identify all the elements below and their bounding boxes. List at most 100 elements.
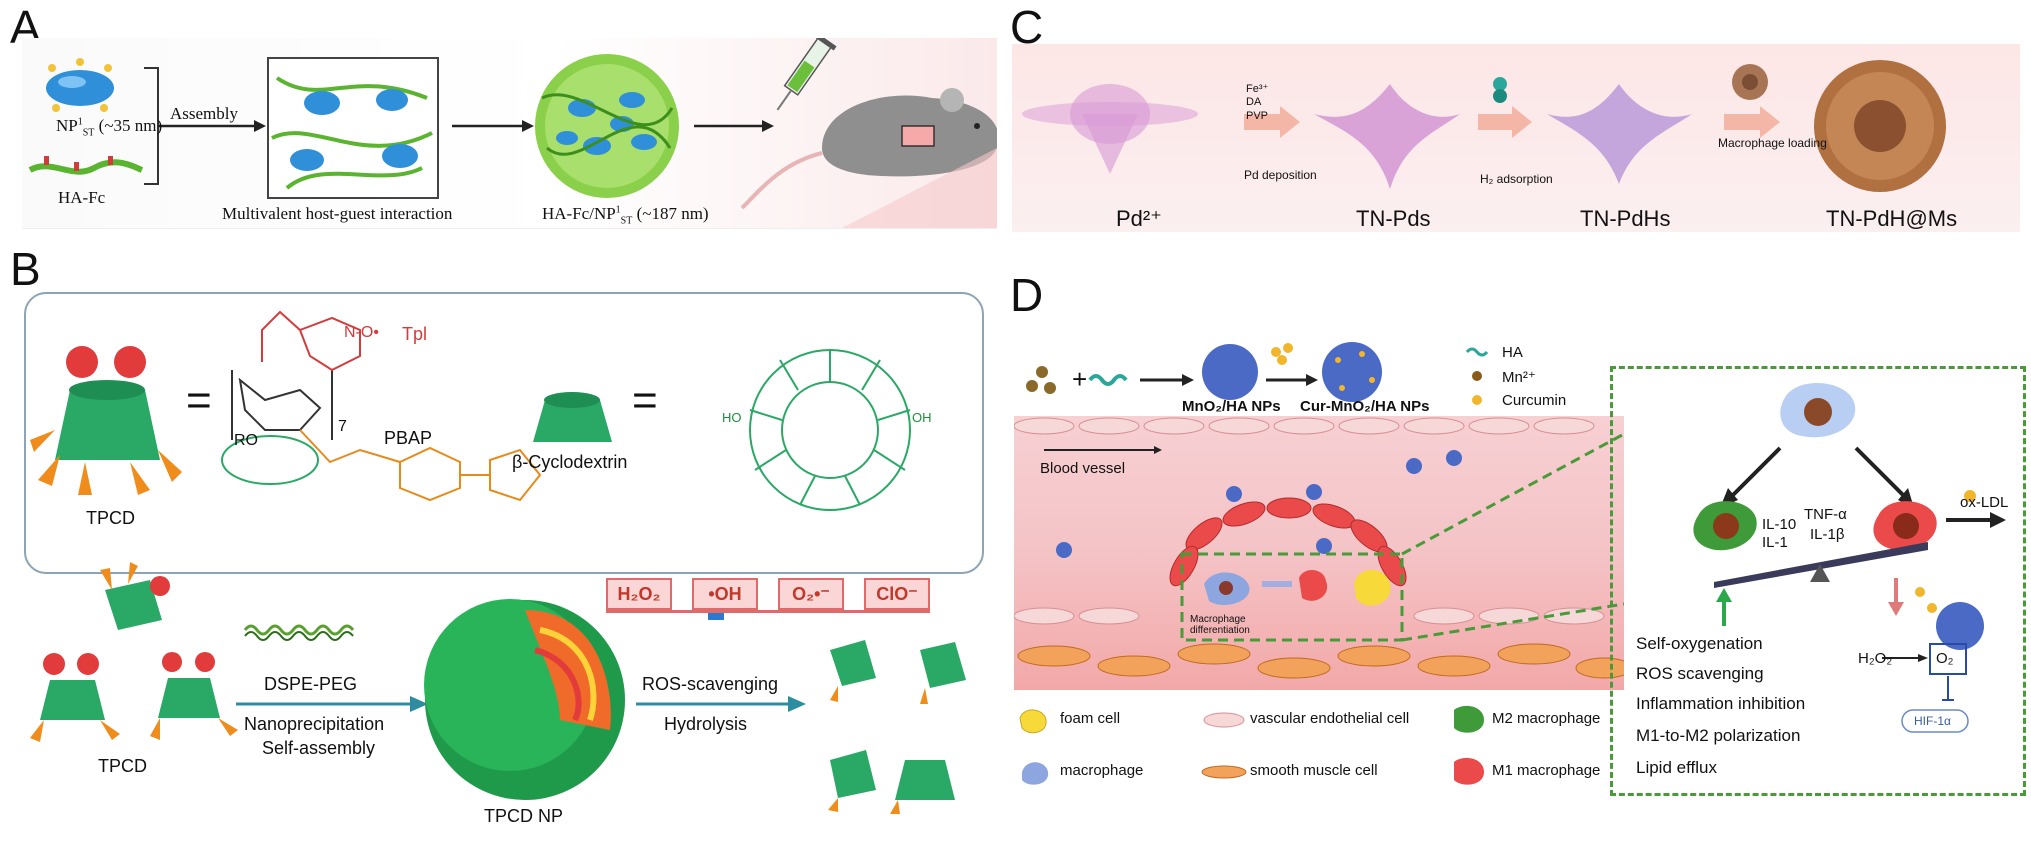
panel-c-graphics	[1022, 60, 1946, 192]
assembly-box	[267, 57, 439, 199]
panel-a: NP1ST (~35 nm) Assembly HA-Fc Multivalen…	[22, 38, 997, 229]
tpcd-np-sphere-icon	[424, 599, 625, 800]
ha-fc-np-label: HA-Fc/NP1ST (~187 nm)	[542, 204, 709, 227]
da-label: DA	[1246, 96, 1262, 108]
arrow-pd-deposition	[1244, 106, 1300, 138]
tnf-label: TNF-α	[1804, 506, 1847, 523]
ros-scavenging-label: ROS-scavenging	[642, 674, 779, 694]
np1st-nanoparticle-icon	[46, 58, 114, 112]
stage-tn-pdhs: TN-PdHs	[1580, 206, 1671, 231]
tpcd-cluster-icon	[30, 562, 238, 742]
panel-b-graphics	[30, 310, 966, 814]
arrow-macrophage-loading	[1724, 106, 1780, 138]
panel-d-top-graphics	[1026, 342, 1489, 405]
syringe-icon	[776, 38, 837, 111]
pbap-label: PBAP	[384, 428, 433, 448]
tpcd-np-label: TPCD NP	[484, 806, 564, 826]
il1-label: IL-1	[1762, 534, 1788, 551]
fe-label: Fe³⁺	[1246, 83, 1269, 95]
tn-pds-icon	[1314, 84, 1460, 189]
panel-a-graphics	[28, 38, 997, 228]
effect-inflammation-inhibition: Inflammation inhibition	[1636, 694, 1806, 713]
legend-endothelial: vascular endothelial cell	[1250, 710, 1410, 727]
ha-fc-strand-icon	[28, 159, 144, 175]
nanoprecipitation-label: Nanoprecipitation	[244, 714, 385, 734]
tpcd-bottom-label: TPCD	[98, 756, 147, 776]
legend-mn2: Mn²⁺	[1502, 369, 1536, 386]
panel-b-top-box	[24, 292, 984, 574]
ros-h2o2: H₂O₂	[606, 578, 672, 610]
ha-fc-np-complex-icon	[535, 54, 679, 198]
ros-oh: •OH	[692, 578, 758, 610]
legend-macrophage: macrophage	[1060, 762, 1144, 779]
il10-label: IL-10	[1762, 516, 1797, 533]
tpcd-molecule-icon	[30, 346, 182, 495]
legend-smooth-muscle: smooth muscle cell	[1250, 762, 1378, 779]
ros-species-row: H₂O₂ •OH O₂•⁻ ClO⁻	[606, 578, 930, 613]
tpl-label: Tpl	[402, 324, 428, 344]
beta-cyclodextrin-label: β-Cyclodextrin	[512, 452, 628, 472]
effect-self-oxygenation: Self-oxygenation	[1636, 634, 1763, 653]
o2-label: O₂	[1936, 650, 1954, 667]
effect-m1-to-m2: M1-to-M2 polarization	[1636, 726, 1801, 745]
equals-sign-1: =	[186, 376, 212, 425]
repeat-n-label: 7	[338, 418, 347, 435]
legend-m1: M1 macrophage	[1492, 762, 1601, 779]
tn-pdh-macrophage-icon	[1814, 60, 1946, 192]
effect-lipid-efflux: Lipid efflux	[1636, 758, 1717, 777]
cyclodextrin-cup-icon	[533, 392, 612, 442]
dspe-peg-label: DSPE-PEG	[264, 674, 358, 694]
macrophage-small-icon	[1732, 64, 1768, 100]
cd-ho-label: HO	[722, 410, 742, 425]
tpcd-top-label: TPCD	[86, 508, 135, 528]
tpcd-structure-icon	[221, 370, 333, 485]
panel-label-b: B	[10, 243, 41, 295]
np1st-label: NP1ST (~35 nm)	[56, 116, 163, 139]
panel-d-legend-icons	[1019, 705, 1484, 785]
cd-oh-label: OH	[912, 410, 932, 425]
panel-d-vessel-graphics	[1014, 417, 1624, 679]
ros-o2: O₂•⁻	[778, 578, 844, 610]
pd-ion-cloud-icon	[1022, 84, 1198, 174]
cur-mno2-np-icon	[1322, 342, 1382, 402]
legend-m2: M2 macrophage	[1492, 710, 1601, 727]
hif-box	[1901, 709, 1969, 733]
effect-ros-scavenging: ROS scavenging	[1636, 664, 1764, 683]
mechanism-graphics	[1693, 383, 2006, 733]
multivalent-label: Multivalent host-guest interaction	[222, 204, 453, 223]
legend-ha: HA	[1502, 344, 1523, 361]
n-o-label: N-O•	[344, 324, 379, 341]
h2o2-label: H₂O₂	[1858, 650, 1893, 667]
mno2-np-label: MnO₂/HA NPs	[1182, 398, 1281, 415]
cyclodextrin-structure-icon	[749, 349, 911, 511]
hif-label: HIF-1α	[1914, 714, 1951, 728]
macrophage-loading-label: Macrophage loading	[1718, 136, 1827, 150]
zoom-box	[1180, 552, 1404, 642]
ox-ldl-label: ox-LDL	[1960, 494, 2009, 511]
panel-label-d: D	[1010, 269, 1044, 321]
macrophage-differentiation-icons	[1204, 569, 1391, 606]
hydrolyzed-cyclodextrin-icons	[828, 640, 966, 814]
assembly-label: Assembly	[170, 104, 238, 123]
hydrolysis-label: Hydrolysis	[664, 714, 748, 734]
cur-mno2-np-label: Cur-MnO₂/HA NPs	[1300, 398, 1430, 415]
stage-tn-pds: TN-Pds	[1356, 206, 1431, 231]
plus-sign: +	[1072, 364, 1088, 394]
stage-pd2: Pd²⁺	[1116, 206, 1162, 231]
pd-deposition-label: Pd deposition	[1244, 168, 1317, 182]
o2-box	[1929, 643, 1967, 675]
legend-curcumin: Curcumin	[1502, 392, 1567, 409]
hydrogen-molecule-icon	[1493, 77, 1507, 103]
ha-fc-label: HA-Fc	[58, 188, 106, 207]
il1b-label: IL-1β	[1810, 526, 1845, 543]
ros-clo: ClO⁻	[864, 578, 930, 610]
arrow-h2-adsorption	[1478, 106, 1532, 138]
dspe-peg-wave-icon	[243, 624, 355, 636]
blood-vessel-label: Blood vessel	[1040, 460, 1126, 477]
mno2-np-icon	[1202, 344, 1258, 400]
ro-label: RO	[234, 432, 258, 449]
tn-pdhs-icon	[1547, 84, 1692, 184]
mouse-icon	[740, 88, 997, 228]
stage-tn-pdh-ms: TN-PdH@Ms	[1826, 206, 1958, 231]
h2-adsorption-label: H₂ adsorption	[1480, 172, 1553, 186]
